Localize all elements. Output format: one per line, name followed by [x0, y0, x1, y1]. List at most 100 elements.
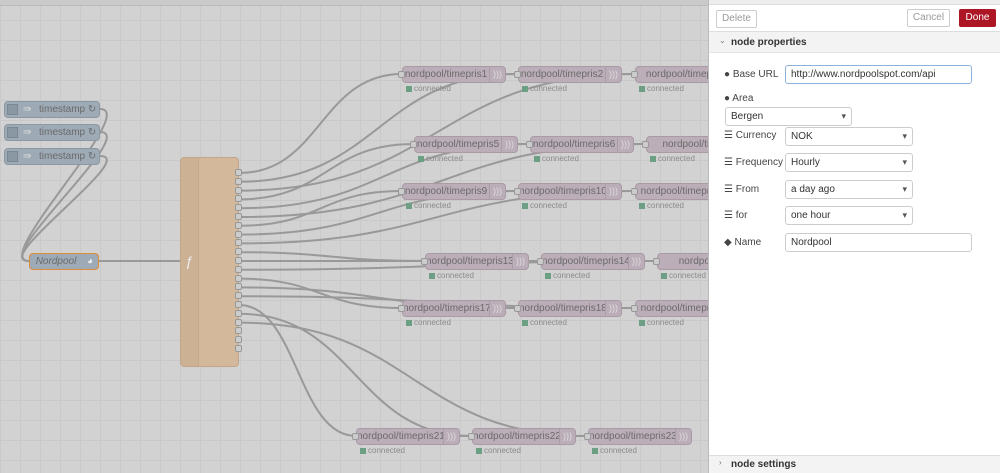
output-port[interactable]: [235, 177, 242, 185]
mqtt-out-node[interactable]: nordpool/timepris))): [635, 300, 708, 317]
wire[interactable]: [238, 190, 403, 227]
wire[interactable]: [21, 155, 108, 262]
output-port[interactable]: [235, 318, 242, 326]
output-port[interactable]: [235, 336, 242, 344]
input-port[interactable]: [653, 258, 660, 265]
node-label: nordpool/timep: [645, 69, 708, 80]
mqtt-out-node[interactable]: nordpool/timepris2))): [518, 66, 622, 83]
status-connected: connected: [406, 201, 451, 210]
output-port[interactable]: [235, 274, 242, 282]
wire[interactable]: [238, 251, 426, 262]
output-port[interactable]: [235, 204, 242, 212]
input-port[interactable]: [514, 71, 521, 78]
cancel-button[interactable]: Cancel: [907, 9, 950, 27]
status-dot-icon: [661, 273, 667, 279]
area-select[interactable]: Bergen: [725, 107, 852, 126]
input-port[interactable]: [642, 141, 649, 148]
flow-canvas[interactable]: ⇛timestamp ↻ ⇛timestamp ↻ ⇛timestamp ↻ N…: [0, 0, 708, 473]
name-input[interactable]: Nordpool: [785, 233, 972, 252]
input-port[interactable]: [631, 188, 638, 195]
wire[interactable]: [238, 73, 403, 174]
output-port[interactable]: [235, 301, 242, 308]
output-port[interactable]: [235, 292, 242, 300]
function-node[interactable]: ƒ: [180, 157, 239, 367]
wire[interactable]: [238, 277, 403, 309]
output-port[interactable]: [235, 239, 242, 247]
nordpool-node[interactable]: Nordpool◕: [29, 253, 99, 270]
output-port[interactable]: [235, 195, 242, 203]
mqtt-out-node[interactable]: nordpool/tim))): [646, 136, 708, 153]
output-port[interactable]: [235, 327, 242, 335]
from-select[interactable]: a day ago: [785, 180, 913, 199]
mqtt-out-node[interactable]: nordpool/timepris10))): [518, 183, 622, 200]
status-dot-icon: [639, 86, 645, 92]
wire[interactable]: [238, 312, 473, 437]
mqtt-out-node[interactable]: nordpool/timepris6))): [530, 136, 634, 153]
input-port[interactable]: [631, 71, 638, 78]
mqtt-out-node[interactable]: nordpool/timepris1))): [402, 66, 506, 83]
mqtt-out-node[interactable]: nordpool/timepris5))): [414, 136, 518, 153]
output-port[interactable]: [235, 169, 242, 176]
wire[interactable]: [238, 143, 415, 201]
output-port[interactable]: [235, 248, 242, 256]
input-port[interactable]: [410, 141, 417, 148]
input-port[interactable]: [514, 188, 521, 195]
currency-select[interactable]: NOK: [785, 127, 913, 146]
inject-node[interactable]: ⇛timestamp ↻: [4, 148, 100, 165]
mqtt-out-node[interactable]: nordpool/timep))): [635, 66, 708, 83]
input-port[interactable]: [398, 71, 405, 78]
inject-node[interactable]: ⇛timestamp ↻: [4, 101, 100, 118]
output-port[interactable]: [235, 257, 242, 264]
done-button[interactable]: Done: [959, 9, 996, 27]
broadcast-icon: ))): [501, 137, 517, 152]
input-port[interactable]: [526, 141, 533, 148]
inject-button[interactable]: [7, 151, 18, 162]
node-settings-header[interactable]: ›node settings: [709, 455, 1000, 473]
node-label: nordpool/timepris18: [519, 303, 605, 314]
input-port[interactable]: [421, 258, 428, 265]
for-select[interactable]: one hour: [785, 206, 913, 225]
input-port[interactable]: [468, 433, 475, 440]
mqtt-out-node[interactable]: nordpool/timepris9))): [402, 183, 506, 200]
output-port[interactable]: [235, 283, 242, 291]
status-dot-icon: [522, 86, 528, 92]
input-port[interactable]: [352, 433, 359, 440]
node-label: nordpool/t: [678, 256, 708, 267]
node-label: timestamp ↻: [39, 104, 97, 115]
mqtt-out-node[interactable]: nordpool/timepris21))): [356, 428, 460, 445]
mqtt-out-node[interactable]: nordpool/timepris))): [635, 183, 708, 200]
output-port[interactable]: [235, 186, 242, 194]
wire[interactable]: [238, 73, 519, 183]
output-port[interactable]: [235, 345, 242, 352]
mqtt-out-node[interactable]: nordpool/timepris23))): [588, 428, 692, 445]
delete-button[interactable]: Delete: [716, 10, 757, 28]
input-port[interactable]: [514, 305, 521, 312]
output-port[interactable]: [235, 213, 242, 220]
broadcast-icon: ))): [512, 254, 528, 269]
input-port[interactable]: [631, 305, 638, 312]
mqtt-out-node[interactable]: nordpool/t))): [657, 253, 708, 270]
output-port[interactable]: [235, 221, 242, 229]
output-port[interactable]: [235, 230, 242, 238]
node-properties-header[interactable]: ⌄node properties: [709, 31, 1000, 53]
status-dot-icon: [429, 273, 435, 279]
output-port[interactable]: [235, 265, 242, 273]
mqtt-out-node[interactable]: nordpool/timepris14))): [541, 253, 645, 270]
status-connected: connected: [545, 271, 590, 280]
wire[interactable]: [238, 321, 589, 437]
mqtt-out-node[interactable]: nordpool/timepris22))): [472, 428, 576, 445]
base-url-input[interactable]: http://www.nordpoolspot.com/api: [785, 65, 972, 84]
mqtt-out-node[interactable]: nordpool/timepris17))): [402, 300, 506, 317]
mqtt-out-node[interactable]: nordpool/timepris13))): [425, 253, 529, 270]
inject-button[interactable]: [7, 127, 18, 138]
output-port[interactable]: [235, 309, 242, 317]
mqtt-out-node[interactable]: nordpool/timepris18))): [518, 300, 622, 317]
wire[interactable]: [238, 304, 357, 437]
input-port[interactable]: [537, 258, 544, 265]
input-port[interactable]: [584, 433, 591, 440]
inject-button[interactable]: [7, 104, 18, 115]
inject-node[interactable]: ⇛timestamp ↻: [4, 124, 100, 141]
input-port[interactable]: [398, 305, 405, 312]
input-port[interactable]: [398, 188, 405, 195]
frequency-select[interactable]: Hourly: [785, 153, 913, 172]
